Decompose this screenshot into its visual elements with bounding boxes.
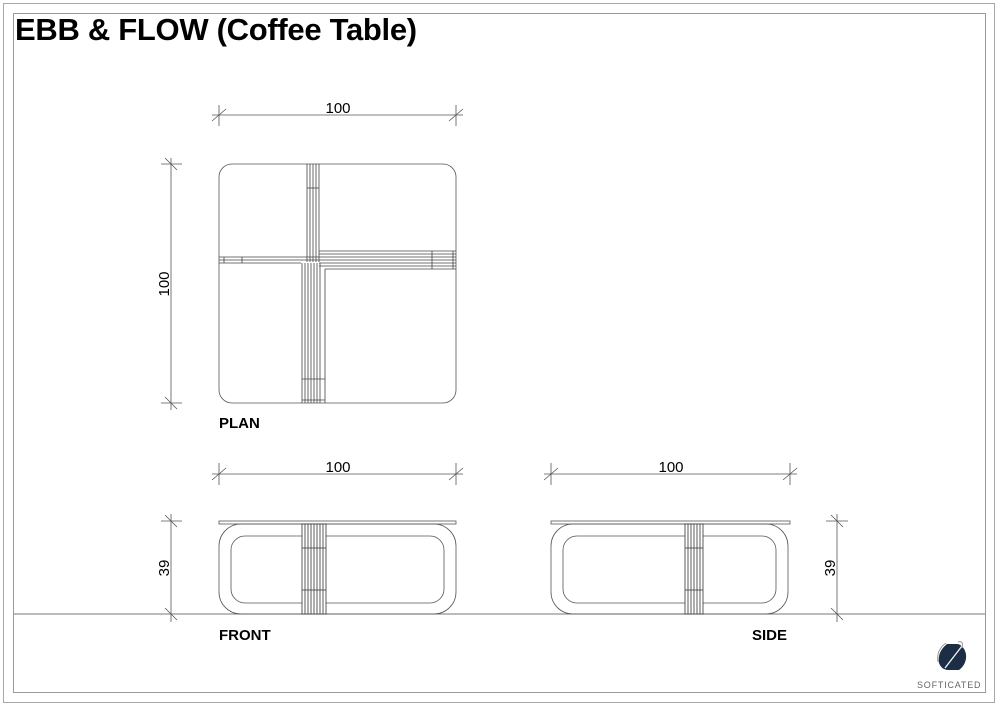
- plan-strip-right: [319, 250, 456, 270]
- plan-strip-top: [306, 164, 320, 262]
- front-frame-outer: [218, 523, 457, 615]
- sheet-inner-border: [13, 13, 986, 693]
- side-tabletop: [550, 520, 791, 525]
- side-height-value: 39: [822, 560, 839, 577]
- front-frame-inner: [230, 535, 445, 604]
- drawing-title: EBB & FLOW (Coffee Table): [15, 12, 417, 47]
- side-frame-outer: [550, 523, 789, 615]
- logo-wordmark: SOFTICATED: [917, 680, 982, 690]
- front-tabletop: [218, 520, 457, 525]
- front-view-label: FRONT: [219, 627, 271, 644]
- plan-strip-bottom: [301, 263, 326, 403]
- side-view-label: SIDE: [752, 627, 788, 644]
- front-width-dimension: [211, 463, 464, 485]
- side-leg-strips: [684, 523, 704, 615]
- front-width-value: 100: [325, 459, 350, 476]
- plan-strip-left: [219, 256, 319, 264]
- plan-view-label: PLAN: [219, 415, 260, 432]
- front-height-dimension: [161, 514, 182, 622]
- front-leg-strips: [301, 523, 327, 615]
- front-height-value: 39: [156, 560, 173, 577]
- plan-view: 100 100: [156, 100, 464, 410]
- plan-width-value: 100: [325, 100, 350, 117]
- softicated-logo-icon: [937, 641, 967, 670]
- sheet-outer-border: [3, 3, 995, 703]
- side-width-dimension: [543, 463, 798, 485]
- side-width-value: 100: [658, 459, 683, 476]
- plan-tabletop-outline: [218, 163, 457, 404]
- plan-depth-dimension: [161, 157, 182, 410]
- side-view: 100 39: [543, 459, 848, 622]
- front-view: 100 39: [156, 459, 464, 622]
- plan-width-dimension: [211, 105, 464, 126]
- side-frame-inner: [562, 535, 777, 604]
- plan-depth-value: 100: [156, 271, 173, 296]
- side-height-dimension: [826, 514, 848, 622]
